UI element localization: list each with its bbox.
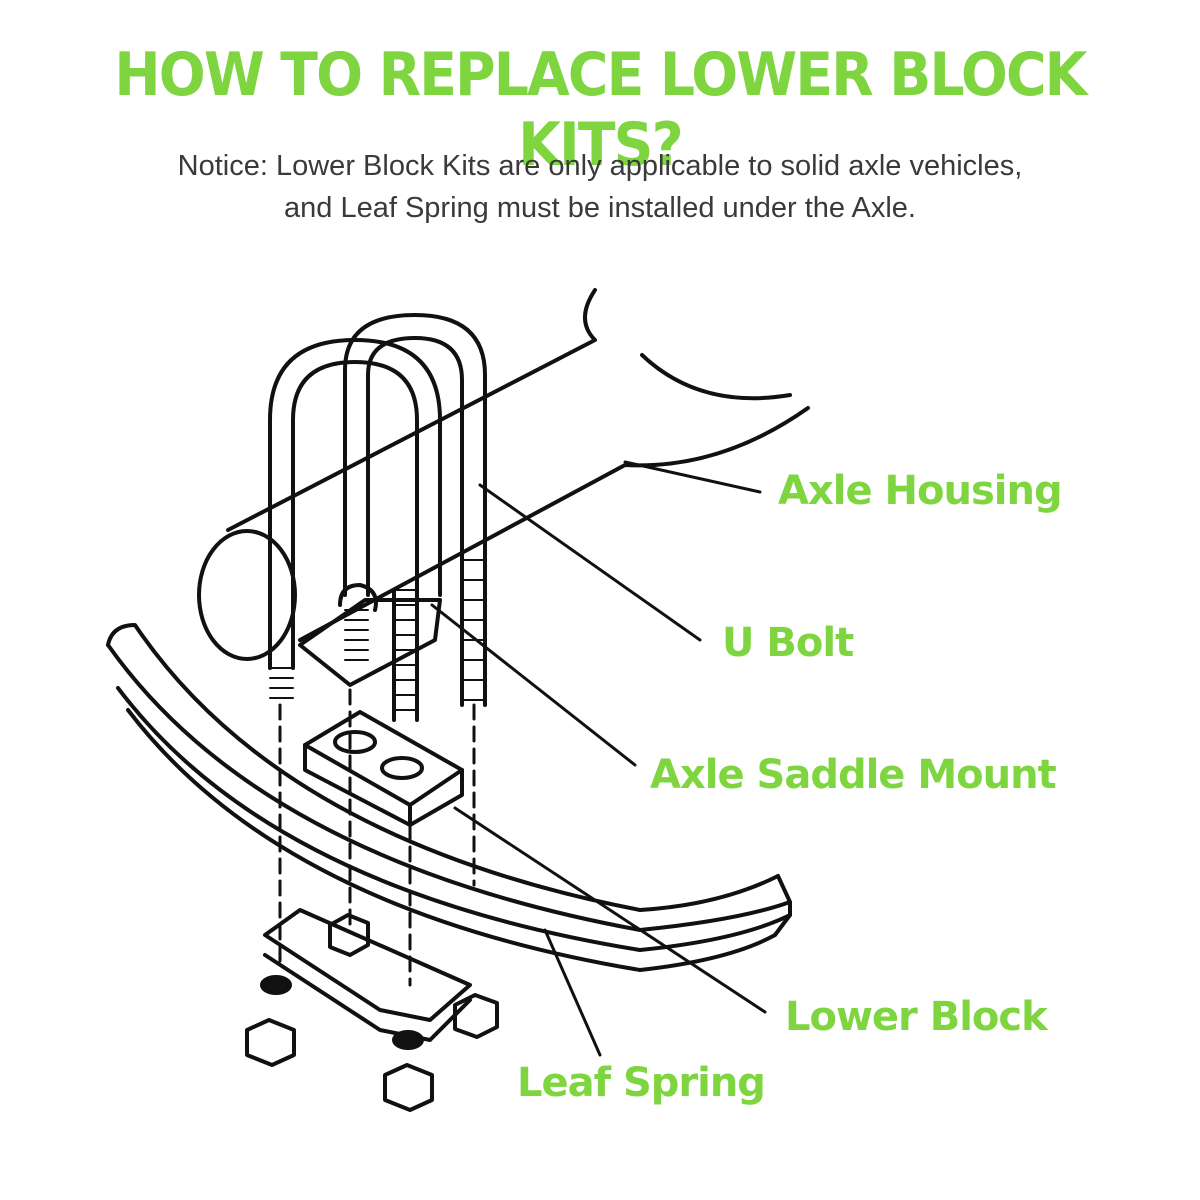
notice-line-1: Notice: Lower Block Kits are only applic…: [177, 150, 1023, 182]
leader-lines: [430, 460, 767, 1057]
label-leaf-spring: Leaf Spring: [517, 1060, 766, 1106]
label-lower-block: Lower Block: [785, 994, 1048, 1040]
leaf-spring-drawing: [106, 623, 792, 972]
notice-text: Notice: Lower Block Kits are only applic…: [0, 145, 1200, 229]
lower-block-drawing: [303, 710, 464, 827]
axle-saddle-mount-drawing: [298, 583, 442, 687]
label-axle-housing: Axle Housing: [778, 468, 1063, 514]
page-title: HOW TO REPLACE LOWER BLOCK KITS?: [114, 40, 1087, 180]
label-axle-saddle-mount: Axle Saddle Mount: [650, 752, 1057, 798]
label-u-bolt: U Bolt: [722, 620, 854, 666]
notice-line-2: and Leaf Spring must be installed under …: [284, 192, 916, 224]
alignment-dashes: [278, 688, 476, 987]
plate-and-nuts-drawing: [245, 908, 499, 1112]
u-bolt-drawing: [268, 313, 487, 722]
axle-housing-drawing: [197, 288, 810, 661]
